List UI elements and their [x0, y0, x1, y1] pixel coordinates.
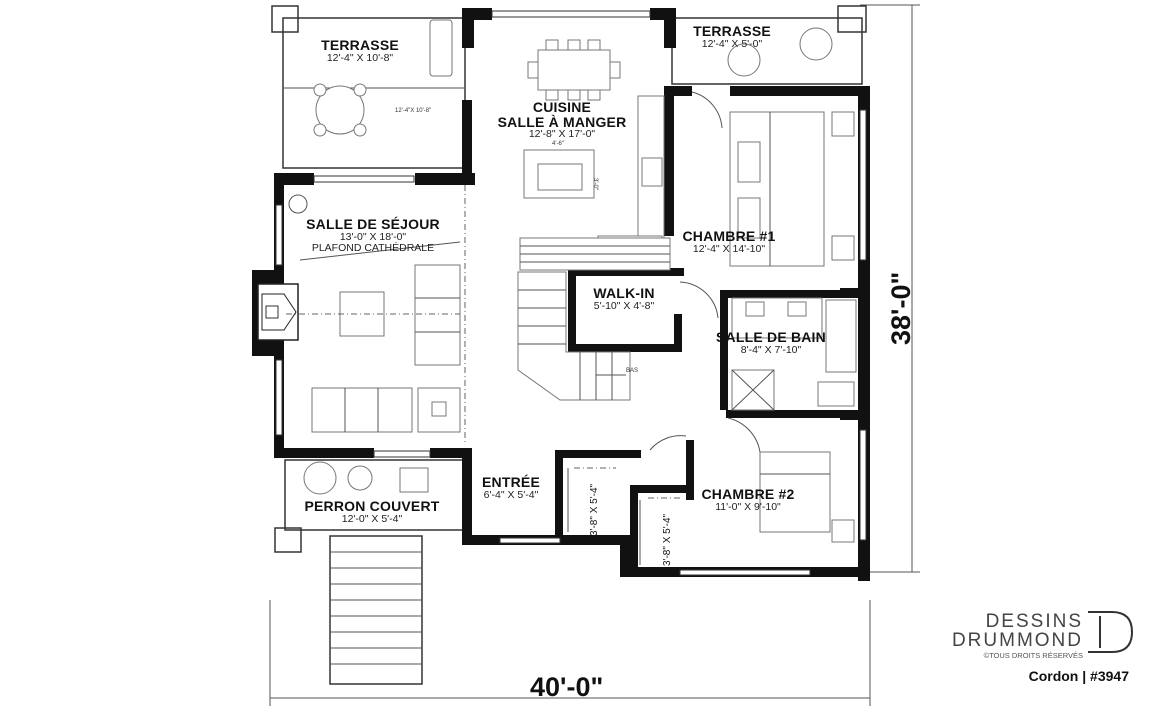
overall-depth-dimension: 38'-0": [886, 271, 916, 345]
room-name: CHAMBRE #1: [682, 228, 776, 244]
bedroom-1-furniture: [691, 91, 855, 267]
room-dims: 11'-0" X 9'-10": [715, 500, 781, 513]
room-perron-couvert: PERRON COUVERT 12'-0" X 5'-4": [304, 499, 439, 525]
front-steps: [329, 535, 423, 685]
island-width-label: 4'-6": [552, 141, 564, 147]
room-chambre-2: CHAMBRE #2 11'-0" X 9'-10": [701, 487, 794, 513]
fireplace: [257, 283, 299, 341]
room-walk-in: WALK-IN 5'-10" X 4'-8": [593, 286, 654, 312]
room-name: PERRON COUVERT: [304, 498, 440, 514]
room-name: CUISINE: [532, 99, 592, 115]
closet-2-dims: 3'-8" X 5'-4": [662, 513, 673, 566]
ceiling-note: PLAFOND CATHÉDRALE: [311, 241, 435, 254]
room-dims: 12'-4" X 5'-0": [701, 37, 763, 50]
room-dims: 12'-4" X 10'-8": [326, 51, 394, 64]
kitchen-fixtures: [523, 39, 665, 249]
brand-line2: DRUMMOND: [951, 630, 1083, 651]
room-salle-de-sejour: SALLE DE SÉJOUR 13'-0" X 18'-0" PLAFOND …: [306, 217, 440, 254]
living-furniture: [286, 185, 466, 445]
model-name: Cordon | #3947: [1028, 668, 1129, 684]
room-name: ENTRÉE: [482, 474, 540, 490]
room-terrasse-west: TERRASSE 12'-4" X 10'-8": [321, 38, 399, 64]
room-dims: 12'-8" X 17'-0": [528, 128, 596, 141]
windows: [275, 10, 867, 576]
room-dims: 8'-4" X 7'-10": [740, 343, 802, 356]
brand-logo-mark: [1088, 611, 1134, 653]
room-dims: 12'-4" X 14'-10": [692, 242, 766, 255]
room-dims: 5'-10" X 4'-8": [593, 299, 655, 312]
table-dim-note: 12'-4"X 10'-8": [395, 108, 432, 114]
stairs-down-label: BAS: [626, 368, 639, 374]
room-dims: 13'-0" X 18'-0": [339, 230, 407, 243]
island-depth-label: 3'-0": [592, 178, 598, 190]
room-chambre-1: CHAMBRE #1 12'-4" X 14'-10": [682, 229, 775, 255]
room-dims: 12'-0" X 5'-4": [341, 512, 403, 525]
overall-width-dimension: 40'-0": [530, 672, 604, 702]
closet-1-dims: 3'-8" X 5'-4": [589, 483, 600, 536]
room-name: WALK-IN: [593, 285, 655, 301]
bedroom-2-furniture: [649, 435, 855, 543]
terrace-east-furniture: [727, 27, 833, 77]
porch-furniture: [303, 461, 429, 495]
room-cuisine: CUISINE SALLE À MANGER 12'-8" X 17'-0": [498, 100, 627, 140]
room-name: TERRASSE: [693, 23, 771, 39]
brand-block: DESSINS DRUMMOND ©TOUS DROITS RÉSERVÉS: [952, 612, 1083, 660]
interior-walls: [555, 268, 860, 575]
closets: [567, 467, 680, 565]
room-name: TERRASSE: [321, 37, 399, 53]
brand-rights: ©TOUS DROITS RÉSERVÉS: [983, 651, 1083, 660]
terrace-west-furniture: [313, 19, 453, 137]
room-entree: ENTRÉE 6'-4" X 5'-4": [482, 475, 540, 501]
brand-line1: DESSINS: [985, 611, 1083, 632]
room-salle-de-bain: SALLE DE BAIN 8'-4" X 7'-10": [716, 330, 826, 356]
stairs: [517, 237, 671, 401]
room-dims: 6'-4" X 5'-4": [483, 488, 539, 501]
room-name-line2: SALLE À MANGER: [497, 113, 627, 130]
room-name: SALLE DE SÉJOUR: [306, 216, 440, 232]
room-terrasse-east: TERRASSE 12'-4" X 5'-0": [693, 24, 771, 50]
room-name: SALLE DE BAIN: [716, 329, 826, 345]
bathroom-fixtures: [679, 281, 857, 453]
room-name: CHAMBRE #2: [701, 486, 795, 502]
